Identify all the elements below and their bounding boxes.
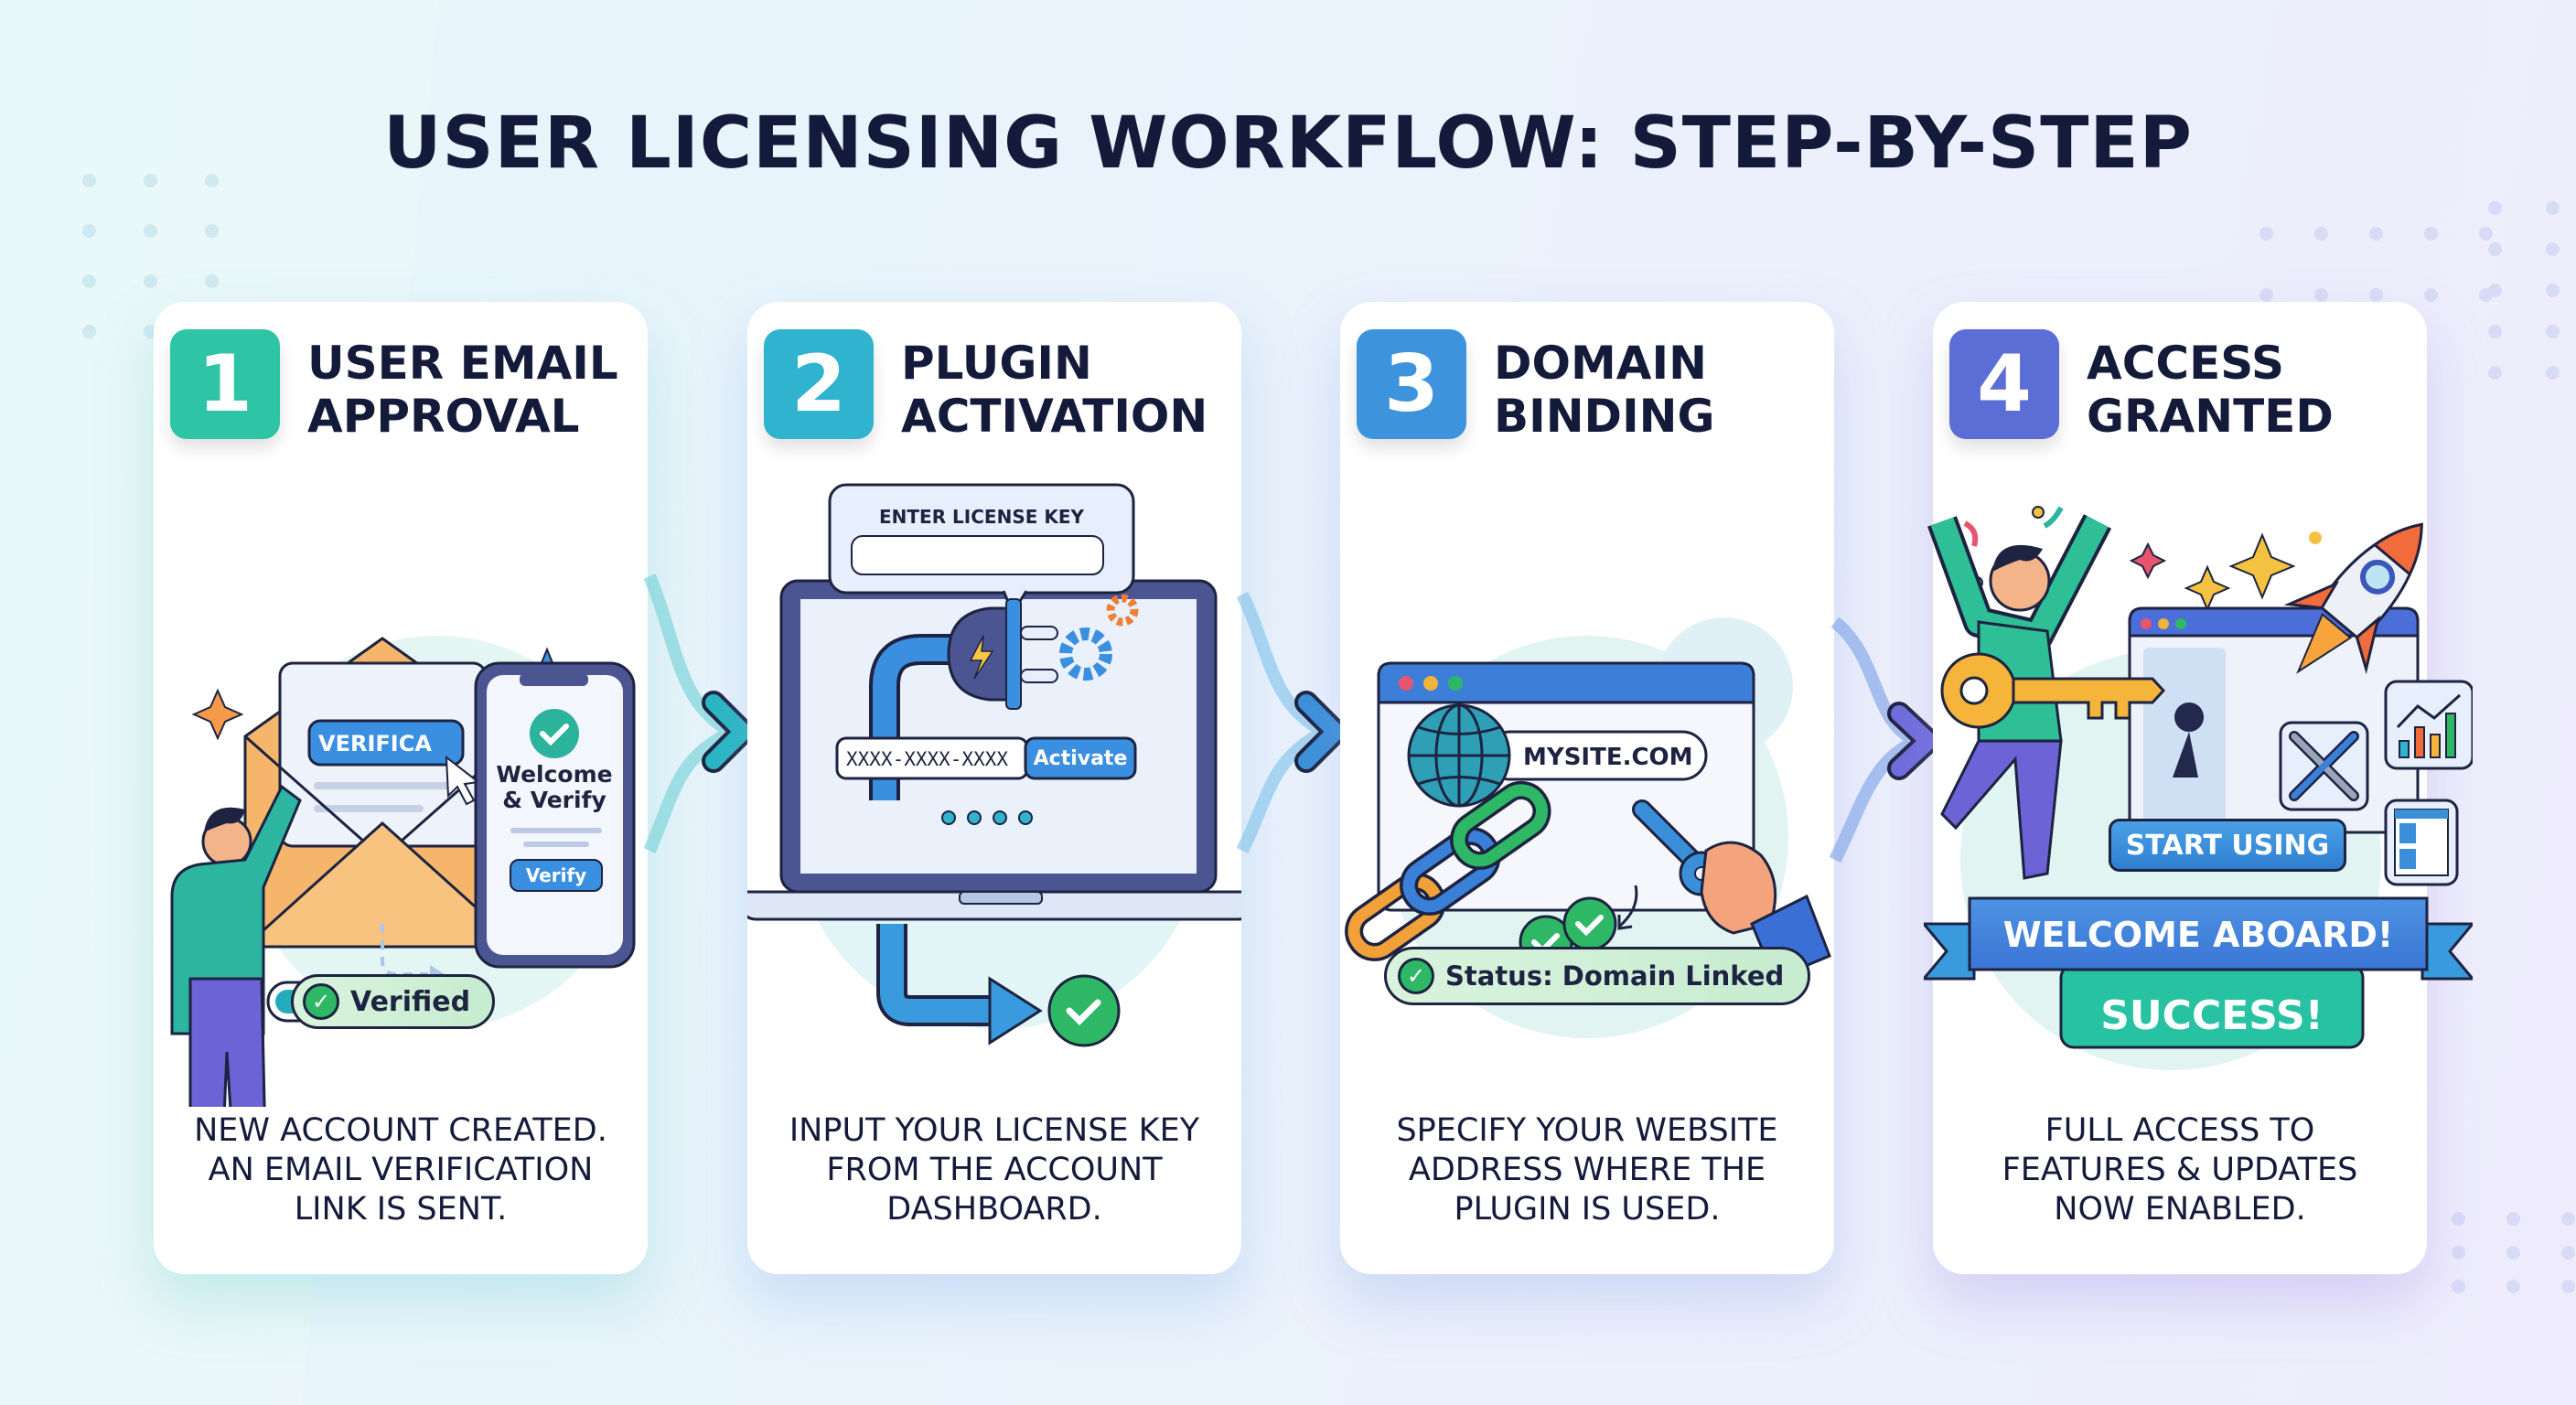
- step-card-4: 4 ACCESS GRANTED: [1924, 302, 2473, 1274]
- step-illustration: WELCOME ABOARD! SUCCESS! START USING STA…: [1924, 467, 2473, 1107]
- sparkle-icon: [2228, 532, 2296, 600]
- step-title: PLUGIN ACTIVATION: [901, 337, 1208, 443]
- step-description: NEW ACCOUNT CREATED. AN EMAIL VERIFICATI…: [194, 1112, 607, 1228]
- verified-status-badge: ✓ Verified: [291, 974, 496, 1029]
- rocket-icon: [2283, 522, 2423, 675]
- step-description: FULL ACCESS TO FEATURES & UPDATES NOW EN…: [2002, 1112, 2358, 1228]
- step-card-3: 3 DOMAIN BINDING MYSITE.COM: [1340, 302, 1834, 1274]
- domain-status-badge: ✓ Status: Domain Linked: [1384, 947, 1811, 1005]
- page-dots: [941, 810, 1033, 825]
- svg-text:MYSITE.COM: MYSITE.COM: [1523, 744, 1693, 771]
- check-icon: [1047, 974, 1121, 1047]
- step-description: INPUT YOUR LICENSE KEY FROM THE ACCOUNT …: [789, 1112, 1200, 1228]
- activate-button: [1024, 736, 1137, 780]
- chain-link-icon: [1345, 780, 1551, 961]
- arrow-right-icon: [1236, 591, 1347, 854]
- svg-text:WELCOME ABOARD!: WELCOME ABOARD!: [2003, 915, 2393, 955]
- svg-text:Welcome& Verify: Welcome& Verify: [496, 761, 612, 813]
- step-title: USER EMAIL APPROVAL: [307, 337, 618, 443]
- chart-icon: [2384, 680, 2473, 770]
- plug-icon: [869, 598, 1058, 800]
- check-icon: [530, 709, 579, 758]
- step-number-badge: 3: [1357, 329, 1466, 439]
- check-icon: [1562, 896, 1617, 951]
- step-number-badge: 4: [1949, 329, 2059, 439]
- step-description: SPECIFY YOUR WEBSITE ADDRESS WHERE THE P…: [1396, 1112, 1778, 1228]
- key-icon: [1940, 652, 2166, 729]
- hand-icon: [1700, 841, 1777, 935]
- step-title: DOMAIN BINDING: [1494, 337, 1715, 443]
- step-number-badge: 1: [170, 329, 280, 439]
- svg-text:XXXX-XXXX-XXXX: XXXX-XXXX-XXXX: [846, 748, 1008, 770]
- start-using-button[interactable]: START USING: [2109, 819, 2346, 872]
- email-verify-button: VERIFICA: [318, 731, 432, 756]
- page-title: USER LICENSING WORKFLOW: STEP-BY-STEP: [383, 102, 2193, 185]
- step-illustration: VERIFICA: [154, 467, 648, 1273]
- welcome-ribbon: [1924, 896, 2473, 1049]
- sparkle-icon: [2184, 564, 2231, 612]
- step-number-badge: 2: [764, 329, 874, 439]
- gear-icon: [1059, 627, 1112, 681]
- plugin-activation-illustration: ENTER LICENSE KEY XXXX-XXXX-XXXX Activat…: [736, 483, 1258, 1047]
- step-card-2: 2 PLUGIN ACTIVATION ENTER LICENSE KEY: [736, 302, 1258, 1274]
- tools-icon: [2279, 721, 2369, 811]
- sparkle-icon: [191, 688, 244, 741]
- access-granted-illustration: WELCOME ABOARD! SUCCESS!: [1924, 506, 2473, 1070]
- browser-window: [2128, 606, 2420, 834]
- decor-dots-top-right: [2259, 227, 2493, 302]
- gear-icon: [1106, 594, 1139, 627]
- step-illustration: MYSITE.COM: [1340, 467, 1834, 1107]
- phone-verify-button: Verify: [526, 864, 586, 886]
- decor-dots-bottom-right: [2452, 1212, 2575, 1293]
- step-card-1: 1 USER EMAIL APPROVAL VERIFICA: [154, 302, 648, 1274]
- check-icon: ✓: [303, 983, 339, 1020]
- keyhole-icon: [2173, 702, 2205, 778]
- arrow-right-icon: [988, 976, 1043, 1046]
- step-illustration: ENTER LICENSE KEY XXXX-XXXX-XXXX Activat…: [736, 467, 1258, 1107]
- svg-text:Activate: Activate: [1034, 747, 1128, 770]
- domain-binding-illustration: MYSITE.COM: [1345, 617, 1831, 1038]
- step-title: ACCESS GRANTED: [2087, 337, 2334, 443]
- sparkle-icon: [2129, 542, 2167, 580]
- license-prompt-label: ENTER LICENSE KEY: [879, 506, 1085, 528]
- decor-dots-right: [2488, 201, 2560, 380]
- verified-label: Verified: [350, 985, 471, 1018]
- layout-icon: [2384, 799, 2459, 886]
- svg-text:SUCCESS!: SUCCESS!: [2100, 992, 2324, 1039]
- arrow-right-icon: [643, 574, 755, 853]
- arrow-right-icon: [1829, 617, 1940, 863]
- check-icon: ✓: [1398, 958, 1434, 994]
- domain-status-label: Status: Domain Linked: [1445, 960, 1785, 992]
- license-prompt-input: [851, 535, 1104, 575]
- globe-icon: [1407, 703, 1511, 808]
- phone-icon: Welcome& Verify Verify: [474, 661, 636, 969]
- envelope-icon: VERIFICA: [242, 637, 523, 949]
